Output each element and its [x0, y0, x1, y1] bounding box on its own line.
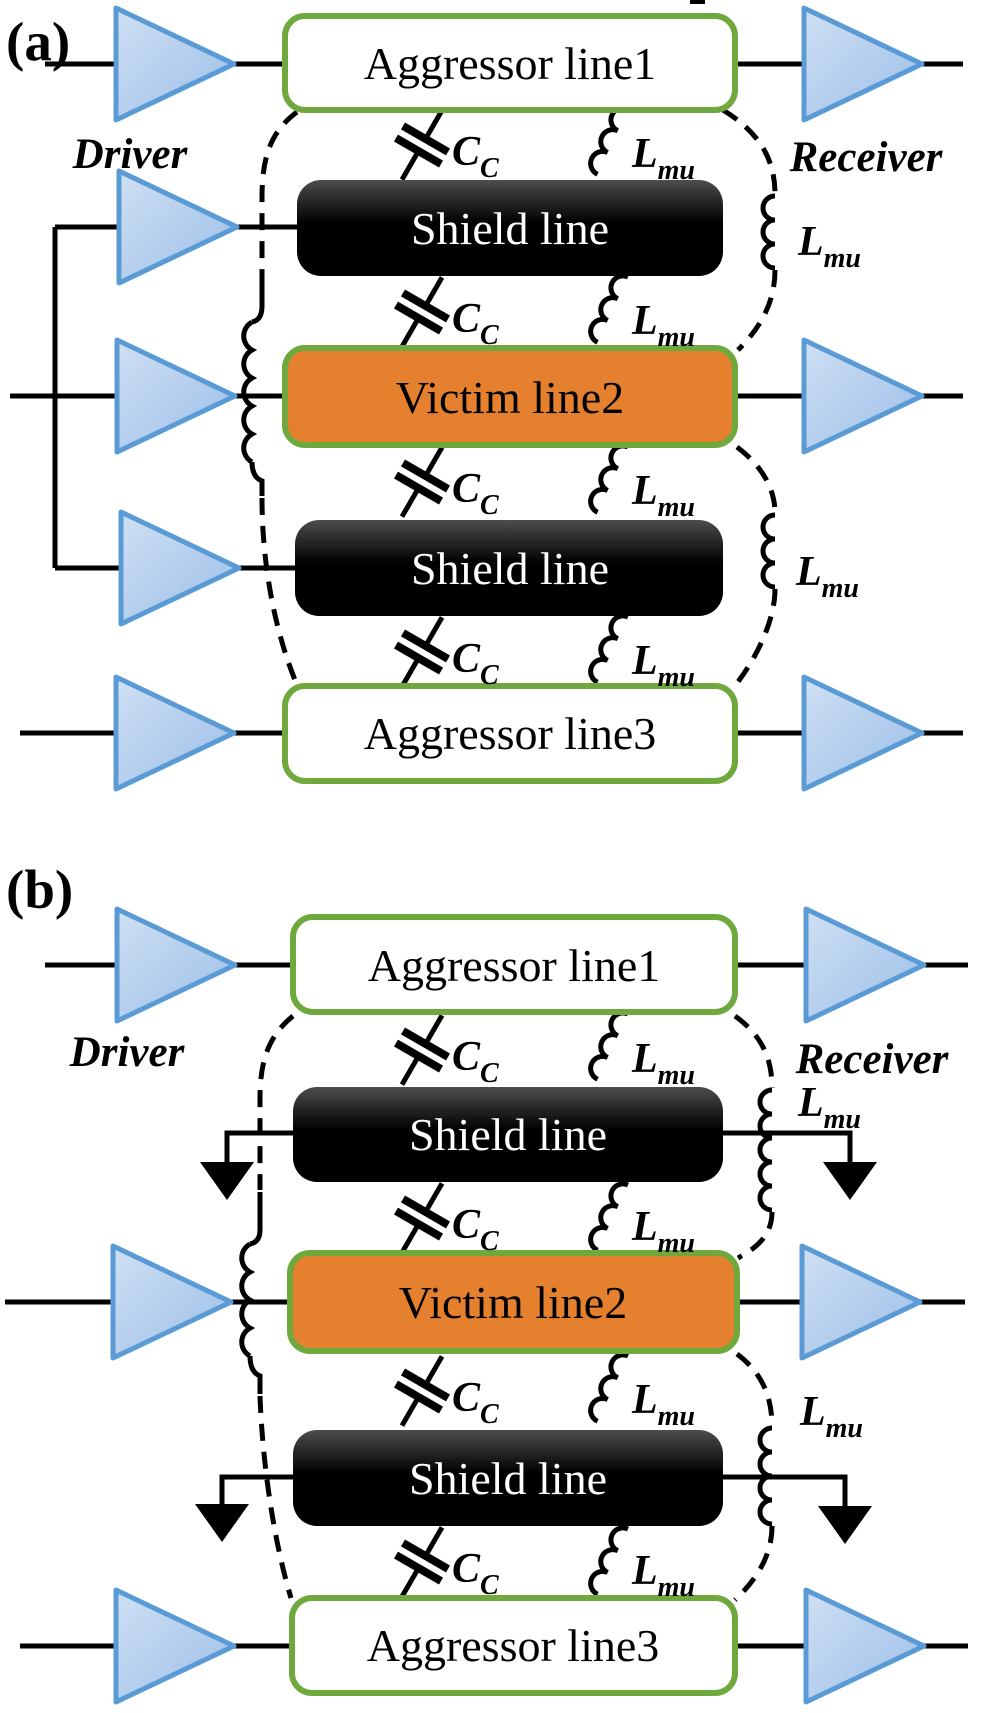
shield-line-top-label: Shield line [409, 1109, 607, 1160]
mutual-inductor-icon [244, 322, 252, 462]
coupling-capacitance-label: CC [452, 1546, 499, 1601]
receiver-label: Receiver [795, 1036, 950, 1083]
mutual-coupling-path [735, 445, 778, 514]
victim-line2-label: Victim line2 [399, 1277, 627, 1328]
mutual-inductance-label: Lmu [795, 549, 859, 604]
mutual-coupling-path [259, 109, 299, 288]
receiver-buffer-icon [802, 1246, 920, 1358]
mutual-inductor-icon [587, 612, 628, 682]
mutual-inductance-label: Lmu [631, 1548, 695, 1603]
shield-line-bottom-box [293, 1430, 723, 1526]
aggressor-line3-box [282, 683, 738, 784]
shield-ground-wire [723, 1130, 853, 1162]
mutual-coupling-path [733, 1525, 775, 1602]
mutual-inductance-label: Lmu [631, 131, 695, 186]
driver-label: Driver [69, 1029, 186, 1076]
driver-buffer-icon [121, 512, 239, 624]
mutual-inductor-icon [587, 1009, 628, 1079]
victim-line2-box [282, 345, 738, 448]
coupling-capacitance-label: CC [452, 1034, 499, 1089]
ground-icon [823, 1162, 877, 1200]
aggressor-line1-box [282, 13, 738, 113]
shield-ground-wire [219, 1474, 295, 1504]
mutual-coupling-path [247, 1355, 263, 1394]
receiver-buffer-icon [806, 909, 924, 1021]
mutual-inductor-icon [587, 272, 628, 342]
receiver-buffer-icon [804, 340, 922, 452]
mutual-inductance-label: Lmu [631, 298, 695, 353]
shield-ground-wire [723, 1474, 848, 1506]
mutual-coupling-path [257, 1014, 295, 1190]
coupling-capacitance-label: CC [452, 636, 499, 691]
mutual-coupling-path [259, 497, 300, 686]
shield-line-bottom-box [295, 520, 723, 616]
aggressor-line1-label: Aggressor line1 [364, 38, 657, 89]
ground-icon [818, 1506, 872, 1544]
mutual-coupling-path [735, 1351, 775, 1427]
coupling-capacitance-label: CC [452, 466, 499, 521]
ground-icon [200, 1162, 254, 1200]
mutual-coupling-path [721, 107, 778, 195]
mutual-inductor-icon [587, 1180, 628, 1250]
aggressor-line3-label: Aggressor line3 [367, 1620, 660, 1671]
driver-label: Driver [72, 131, 189, 178]
victim-line2-label: Victim line2 [396, 372, 624, 423]
mutual-coupling-path [251, 286, 265, 325]
driver-buffer-icon [116, 1590, 234, 1702]
mutual-coupling-path [249, 1192, 263, 1247]
panel-b: (b) [5, 859, 968, 1702]
receiver-buffer-icon [806, 1590, 924, 1702]
stray-mark [690, 0, 705, 4]
aggressor-line1-label: Aggressor line1 [368, 940, 661, 991]
panel-a: (a) [6, 8, 963, 789]
mutual-inductor-icon [587, 104, 628, 174]
shield-line-bottom-label: Shield line [411, 543, 609, 594]
aggressor-line3-box [289, 1595, 738, 1696]
driver-buffer-icon [116, 8, 234, 120]
mutual-inductor-icon [587, 1351, 628, 1421]
mutual-inductor-icon [763, 515, 775, 587]
panel-b-label: (b) [6, 859, 73, 920]
mutual-coupling-path [736, 1211, 775, 1261]
mutual-inductance-label: Lmu [631, 1204, 695, 1259]
aggressor-line3-label: Aggressor line3 [364, 708, 657, 759]
receiver-buffer-icon [804, 677, 922, 789]
mutual-coupling-path [736, 269, 778, 352]
mutual-coupling-path [732, 588, 778, 689]
driver-buffer-icon [117, 340, 235, 452]
shield-line-top-box [297, 180, 723, 276]
coupling-capacitance-label: CC [452, 129, 499, 184]
mutual-inductance-label: Lmu [797, 1080, 861, 1135]
receiver-label: Receiver [789, 134, 944, 181]
driver-buffer-icon [113, 1246, 231, 1358]
mutual-inductance-label: Lmu [797, 219, 861, 274]
aggressor-line1-box [290, 914, 738, 1015]
driver-buffer-icon [119, 171, 237, 283]
mutual-inductor-icon [587, 442, 628, 512]
mutual-inductance-label: Lmu [799, 1389, 863, 1444]
shield-ground-wire [224, 1130, 295, 1162]
shield-line-top-box [293, 1087, 723, 1182]
coupling-capacitance-label: CC [452, 1375, 499, 1430]
driver-buffer-icon [117, 909, 235, 1021]
driver-buffer-icon [116, 677, 234, 789]
mutual-inductor-icon [763, 196, 775, 268]
mutual-inductor-icon [587, 1524, 628, 1594]
coupling-capacitance-label: CC [452, 296, 499, 351]
mutual-coupling-path [249, 461, 265, 496]
mutual-coupling-path [733, 1013, 775, 1089]
mutual-inductance-label: Lmu [631, 638, 695, 693]
mutual-inductance-label: Lmu [631, 1377, 695, 1432]
mutual-inductor-icon [760, 1090, 772, 1210]
mutual-inductance-label: Lmu [631, 1036, 695, 1091]
shield-line-bottom-label: Shield line [409, 1453, 607, 1504]
mutual-inductance-label: Lmu [631, 468, 695, 523]
victim-line2-box [287, 1250, 740, 1354]
mutual-coupling-path [257, 1395, 294, 1599]
coupling-capacitance-label: CC [452, 1202, 499, 1257]
shield-line-top-label: Shield line [411, 203, 609, 254]
ground-icon [195, 1504, 249, 1542]
receiver-buffer-icon [804, 8, 922, 120]
